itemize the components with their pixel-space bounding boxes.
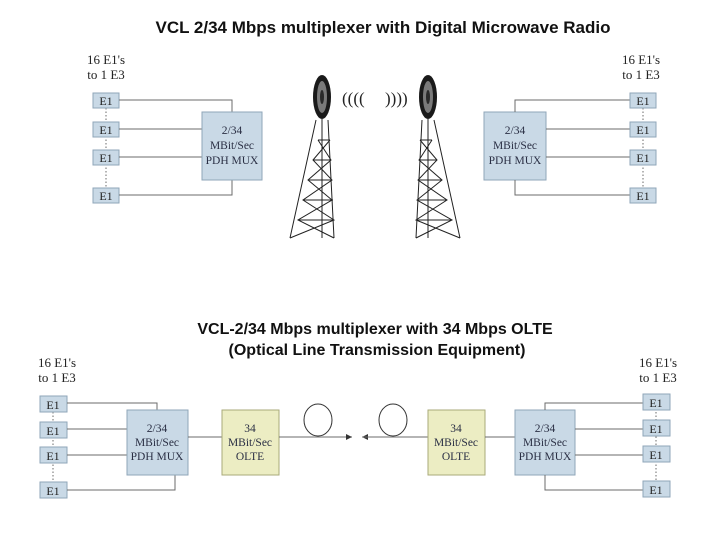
olte-line2: MBit/Sec [228, 437, 272, 449]
mux-line3: PDH MUX [131, 451, 184, 463]
mux-line1: 2/34 [222, 125, 243, 137]
e1-label: E1 [636, 94, 649, 108]
olte-line3: OLTE [236, 451, 264, 463]
right-microwave-tower-icon [414, 75, 461, 239]
e1-label: E1 [99, 151, 112, 165]
e1-label: E1 [649, 483, 662, 497]
e1-label: E1 [46, 398, 59, 412]
fiber-link [279, 403, 428, 440]
mux-line3: PDH MUX [206, 155, 259, 167]
mux-line1: 2/34 [505, 125, 526, 137]
e1-box [629, 187, 657, 204]
olte-line1: 34 [244, 423, 256, 435]
e1-box [629, 149, 657, 166]
bottom-left-caption-line1: 16 E1's [38, 355, 76, 370]
olte-line1: 34 [450, 423, 462, 435]
top-right-caption-line1: 16 E1's [622, 52, 660, 67]
bottom-diagram-title-line2: (Optical Line Transmission Equipment) [229, 342, 526, 359]
e1-box [39, 421, 68, 439]
e1-label: E1 [99, 94, 112, 108]
olte-line3: OLTE [442, 451, 470, 463]
e1-label: E1 [46, 424, 59, 438]
top-diagram-title: VCL 2/34 Mbps multiplexer with Digital M… [155, 18, 610, 37]
bottom-diagram-title-line1: VCL-2/34 Mbps multiplexer with 34 Mbps O… [197, 321, 553, 338]
e1-label: E1 [46, 484, 59, 498]
e1-label: E1 [46, 449, 59, 463]
e1-box [39, 395, 68, 413]
bottom-right-pdh-mux [514, 409, 576, 476]
top-left-caption-line1: 16 E1's [87, 52, 125, 67]
mux-line1: 2/34 [535, 423, 556, 435]
mux-line2: MBit/Sec [135, 437, 179, 449]
left-microwave-tower-icon [289, 75, 336, 239]
mux-line3: PDH MUX [519, 451, 572, 463]
e1-box [642, 445, 671, 463]
bottom-right-e1-group: E1 E1 E1 E1 [642, 393, 671, 498]
e1-box [629, 121, 657, 138]
e1-label: E1 [636, 189, 649, 203]
mux-line2: MBit/Sec [523, 437, 567, 449]
e1-label: E1 [99, 123, 112, 137]
mux-line2: MBit/Sec [210, 140, 254, 152]
top-left-e1-group: E1 E1 E1 E1 [92, 92, 120, 204]
e1-box [642, 480, 671, 498]
top-right-caption-line2: to 1 E3 [622, 67, 660, 82]
e1-label: E1 [636, 123, 649, 137]
left-radio-waves: (((( [342, 89, 365, 108]
bottom-left-olte [221, 409, 280, 476]
e1-label: E1 [649, 448, 662, 462]
e1-label: E1 [99, 189, 112, 203]
e1-box [629, 92, 657, 109]
bottom-left-pdh-mux [126, 409, 189, 476]
bottom-left-e1-group: E1 E1 E1 E1 [39, 395, 68, 499]
e1-label: E1 [636, 151, 649, 165]
e1-box [642, 419, 671, 437]
bottom-right-caption-line1: 16 E1's [639, 355, 677, 370]
top-right-e1-group: E1 E1 E1 E1 [629, 92, 657, 204]
bottom-right-olte [427, 409, 486, 476]
top-left-caption-line2: to 1 E3 [87, 67, 125, 82]
olte-line2: MBit/Sec [434, 437, 478, 449]
mux-line3: PDH MUX [489, 155, 542, 167]
e1-label: E1 [649, 422, 662, 436]
top-left-pdh-mux [201, 111, 263, 181]
right-radio-waves: )))) [385, 89, 408, 108]
mux-line2: MBit/Sec [493, 140, 537, 152]
bottom-right-caption-line2: to 1 E3 [639, 370, 677, 385]
e1-box [642, 393, 671, 411]
e1-label: E1 [649, 396, 662, 410]
bottom-left-caption-line2: to 1 E3 [38, 370, 76, 385]
mux-line1: 2/34 [147, 423, 168, 435]
